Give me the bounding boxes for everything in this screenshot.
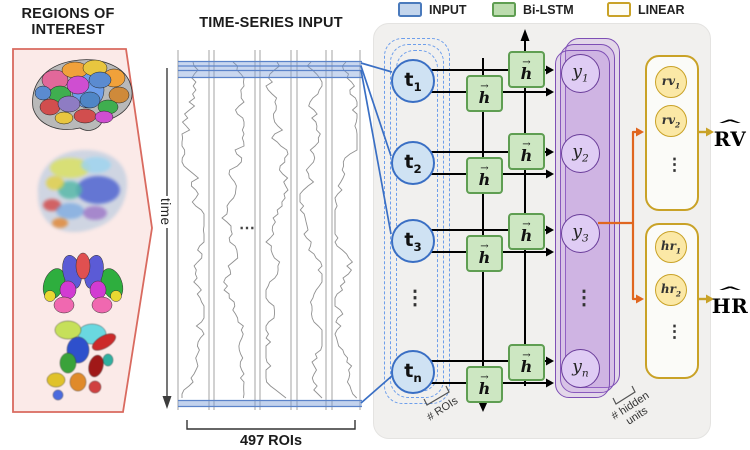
vector-arrow-icon: →	[522, 218, 531, 230]
linear-legend-swatch	[607, 2, 631, 17]
y3-output-node: y3	[561, 214, 600, 253]
timeseries-title: TIME-SERIES INPUT	[199, 15, 343, 31]
bilstm-legend-label: Bi-LSTM	[523, 2, 574, 17]
rv1-unit: rv1	[655, 66, 687, 98]
input-legend-label: INPUT	[429, 2, 467, 17]
trace-ellipsis: ⋯	[239, 220, 255, 237]
linear-legend-label: LINEAR	[638, 2, 685, 17]
backward-hidden-square-3: →h	[508, 213, 545, 250]
hr-hat: ^	[715, 285, 745, 300]
legend-item-input: INPUT	[398, 2, 467, 17]
brain-cortex-parcellation	[32, 59, 133, 131]
brain-subcortical	[42, 252, 124, 314]
forward-hidden-square-n: →h	[466, 366, 503, 403]
roi-title-line2: INTEREST	[31, 22, 105, 38]
vector-arrow-icon: →	[522, 138, 531, 150]
input-legend-swatch	[398, 2, 422, 17]
vector-arrow-icon: →	[480, 240, 489, 252]
vector-arrow-icon: →	[480, 162, 489, 174]
vector-arrow-icon: →	[480, 80, 489, 92]
tn-input-node: tn	[391, 350, 435, 394]
input-highlight-band-top	[178, 60, 362, 79]
forward-hidden-square-3: →h	[466, 235, 503, 272]
vector-arrow-icon: →	[522, 56, 531, 68]
rv-ellipsis: ⋮	[666, 155, 683, 174]
forward-hidden-square-1: →h	[466, 75, 503, 112]
rv2-unit: rv2	[655, 105, 687, 137]
rv-output-label: ^ RV	[707, 119, 750, 149]
t3-input-node: t3	[391, 219, 435, 263]
input-highlight-band-bottom	[178, 399, 362, 408]
roi-timeseries-traces	[181, 61, 358, 399]
brain-ventricle-cluster	[46, 320, 116, 401]
backward-hidden-square-n: →h	[508, 344, 545, 381]
roi-panel-graphic	[12, 48, 153, 413]
rv-hat: ^	[715, 118, 745, 133]
hr1-unit: hr1	[655, 231, 687, 263]
legend-item-bilstm: Bi-LSTM	[492, 2, 574, 17]
roi-count-label: 497 ROIs	[239, 433, 303, 449]
vector-arrow-icon: →	[522, 349, 531, 361]
vector-arrow-icon: →	[480, 371, 489, 383]
forward-hidden-square-2: →h	[466, 157, 503, 194]
t2-input-node: t2	[391, 141, 435, 185]
y1-output-node: y1	[561, 54, 600, 93]
yn-output-node: yn	[561, 349, 600, 388]
trace-separators	[177, 50, 361, 410]
output-ellipsis: ⋮	[574, 287, 594, 309]
backward-hidden-square-1: →h	[508, 51, 545, 88]
roi-title-line1: REGIONS OF	[21, 6, 115, 22]
hr-ellipsis: ⋮	[666, 322, 683, 341]
t1-input-node: t1	[391, 59, 435, 103]
time-axis-label: time	[158, 196, 173, 228]
hr2-unit: hr2	[655, 274, 687, 306]
backward-hidden-square-2: →h	[508, 133, 545, 170]
hr-output-label: ^ HR	[707, 286, 750, 316]
y2-output-node: y2	[561, 134, 600, 173]
brain-sagittal-map	[37, 150, 128, 233]
bilstm-legend-swatch	[492, 2, 516, 17]
legend-item-linear: LINEAR	[607, 2, 685, 17]
roi-count-bracket	[186, 420, 356, 430]
roi-panel-title: REGIONS OF INTEREST	[8, 6, 128, 38]
input-ellipsis: ⋮	[405, 287, 425, 309]
